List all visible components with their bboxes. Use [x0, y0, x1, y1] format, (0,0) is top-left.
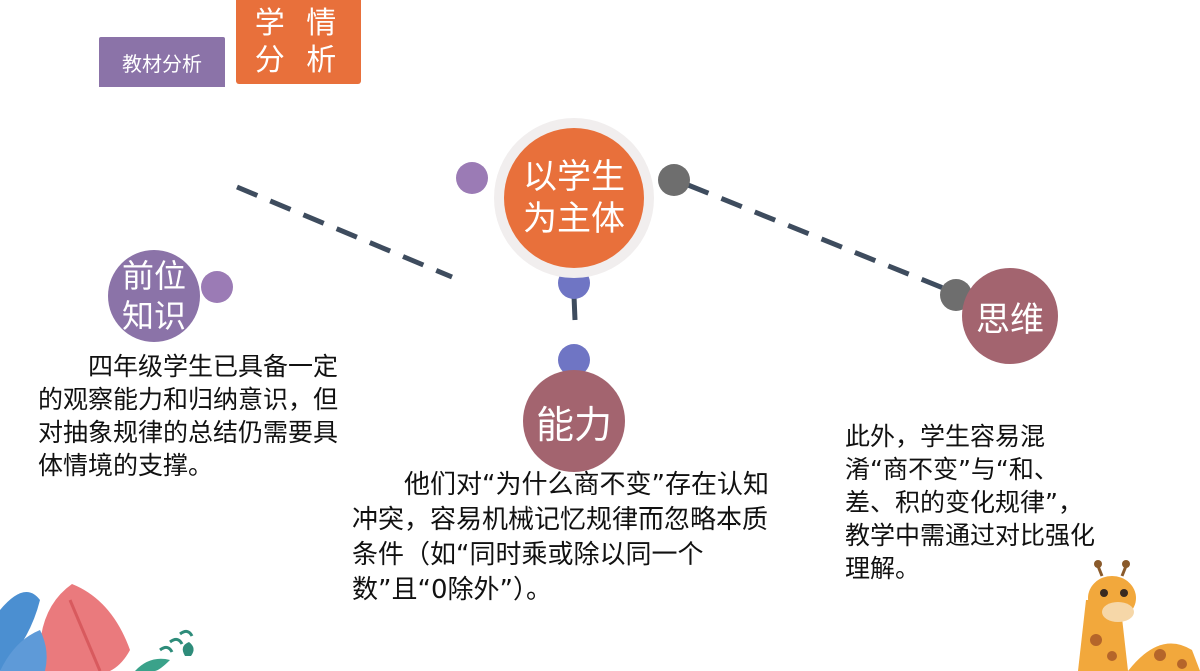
node-ability: 能力 [523, 370, 625, 472]
node-thinking-label: 思维 [976, 299, 1044, 340]
tab-material-analysis[interactable]: 教材分析 [99, 37, 225, 87]
tab-student-analysis-line2: 分 析 [254, 43, 343, 78]
giraffe-icon [1078, 560, 1200, 671]
center-line2: 为主体 [523, 199, 625, 239]
dot-left [456, 162, 488, 194]
node-thinking: 思维 [962, 268, 1058, 364]
node-prior-knowledge: 前位 知识 [108, 250, 200, 342]
tab-student-analysis-line1: 学 情 [254, 6, 343, 41]
connector-prior [236, 184, 453, 280]
paragraph-thinking: 此外，学生容易混淆“商不变”与“和、差、积的变化规律”，教学中需通过对比强化理解… [845, 422, 1096, 583]
center-line1: 以学生 [523, 157, 625, 197]
connector-ability-stub [571, 295, 578, 321]
tab-material-analysis-label: 教材分析 [122, 51, 202, 76]
tab-student-analysis[interactable]: 学 情 分 析 [236, 0, 361, 84]
paragraph-prior-knowledge: 四年级学生已具备一定的观察能力和归纳意识，但对抽象规律的总结仍需要具体情境的支撑… [38, 352, 339, 480]
dot-prior [201, 271, 233, 303]
node-prior-line1: 前位 [121, 257, 186, 295]
connector-thinking [687, 182, 949, 293]
center-node: 以学生 为主体 [504, 128, 644, 268]
leaves-decoration [0, 584, 194, 671]
node-prior-line2: 知识 [121, 297, 186, 335]
dot-right [658, 164, 690, 196]
node-ability-label: 能力 [535, 402, 612, 447]
dot-ability [558, 344, 590, 376]
paragraph-ability: 他们对“为什么商不变”存在认知冲突，容易机械记忆规律而忽略本质条件（如“同时乘或… [352, 470, 769, 605]
